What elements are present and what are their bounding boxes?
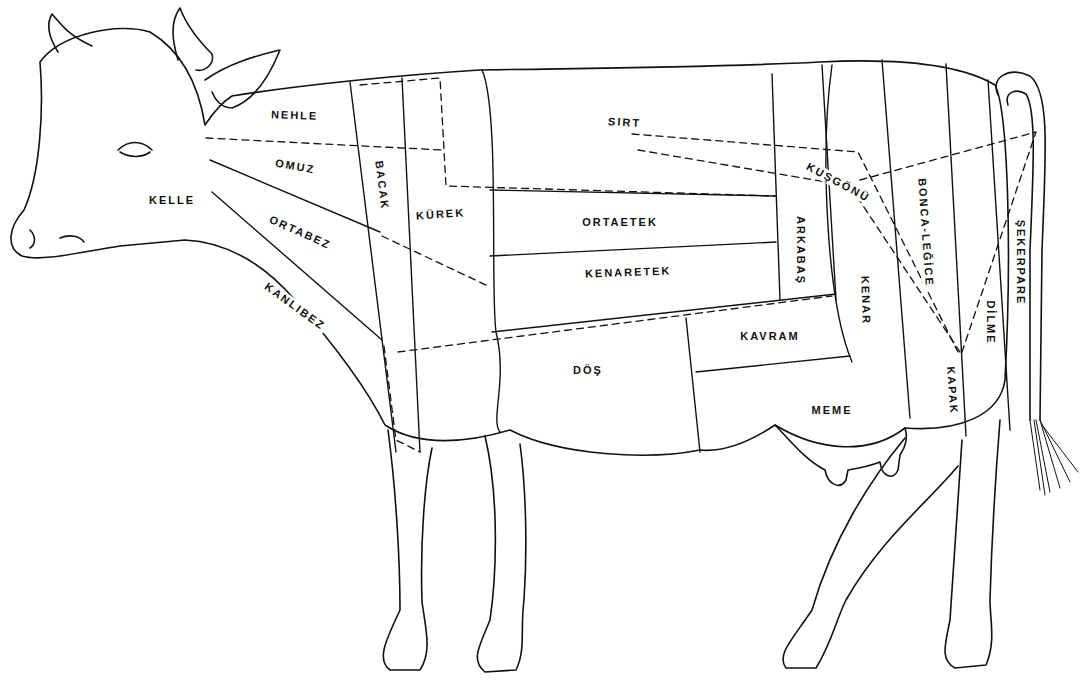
- cut-label: KAVRAM: [738, 330, 801, 343]
- cut-label: SIRT: [606, 115, 644, 130]
- nostril: [30, 230, 84, 248]
- cut-lines: [210, 60, 1010, 452]
- cut-label: DÖŞ: [571, 364, 605, 377]
- cut-label: ORTAETEK: [580, 216, 660, 229]
- cut-label: BACAK: [372, 158, 391, 213]
- horn: [49, 14, 92, 52]
- leg: [945, 420, 1000, 668]
- cut-label: KELLE: [147, 194, 197, 207]
- cut-label: KAPAK: [944, 363, 961, 416]
- cow-outline: [11, 29, 1008, 456]
- cut-label: ARKABAŞ: [794, 214, 807, 287]
- tail: [996, 72, 1045, 420]
- cut-label: ŞEKERPARE: [1015, 217, 1028, 307]
- tail-tuft: [1030, 420, 1078, 495]
- cut-label: BONCA-LEĞİCE: [915, 175, 936, 289]
- leg: [383, 430, 432, 670]
- cut-label: KANLIBEZ: [261, 279, 330, 334]
- cut-label: OMUZ: [272, 156, 318, 177]
- cut-label: KENAR: [859, 273, 874, 327]
- leg: [783, 438, 958, 668]
- cut-label: DİLME: [983, 298, 996, 346]
- horn: [173, 8, 213, 70]
- cut-label: KUŞGÖNÜ: [802, 159, 874, 205]
- eye: [118, 143, 152, 157]
- cut-label: NEHLE: [269, 108, 321, 123]
- udder: [775, 425, 906, 485]
- leg: [477, 436, 526, 672]
- dashed-cut-lines: [206, 78, 1036, 452]
- cut-label: ORTABEZ: [265, 212, 335, 252]
- cut-label: KÜREK: [414, 206, 468, 223]
- cut-label: KENARETEK: [583, 264, 674, 280]
- ear: [205, 50, 280, 108]
- cut-label: MEME: [810, 404, 855, 417]
